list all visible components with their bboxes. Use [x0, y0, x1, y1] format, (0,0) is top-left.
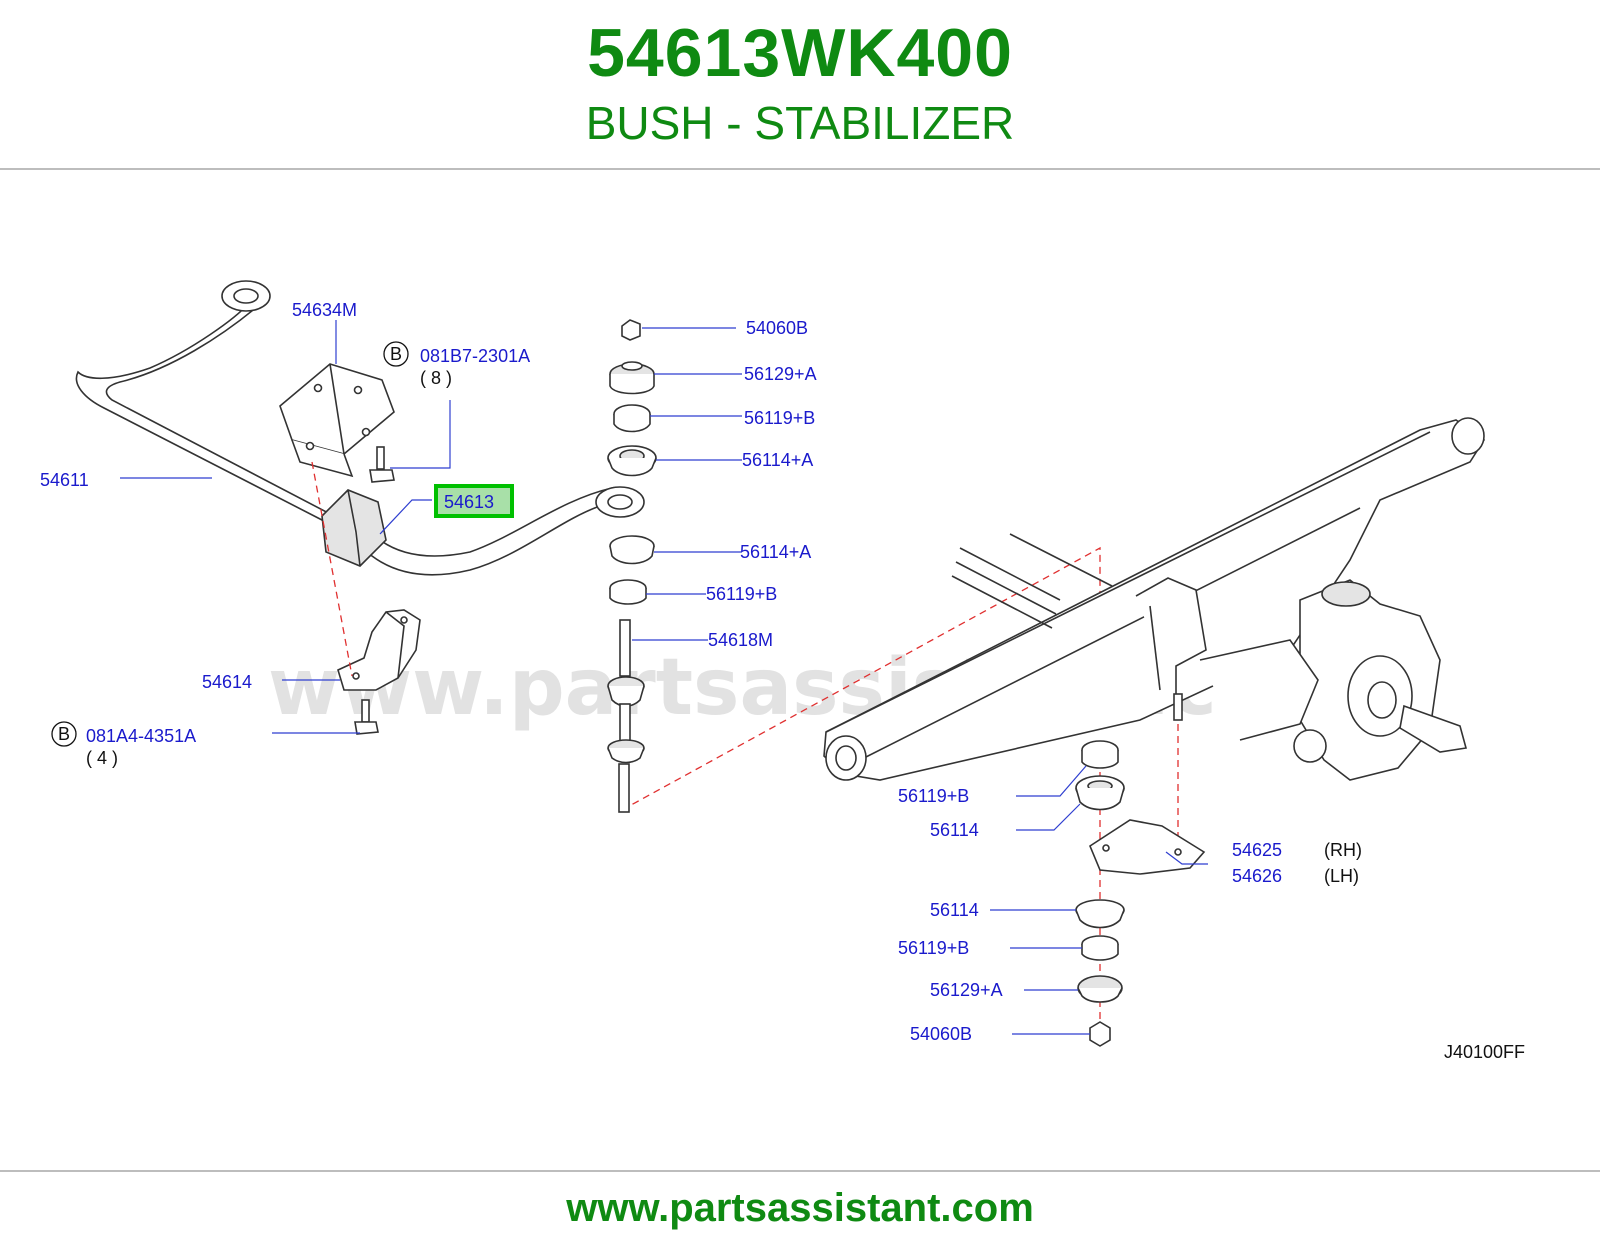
label-56119b-top-1[interactable]: 56119+B: [744, 408, 815, 428]
b-marker-circle: [383, 341, 409, 367]
label-54625[interactable]: 54625: [1232, 840, 1282, 860]
bracket-54634m[interactable]: [279, 363, 395, 478]
bolt-081a4[interactable]: [354, 699, 379, 735]
leader-lines: [120, 320, 1208, 1035]
label-081b7-2301a[interactable]: 081B7-2301A: [420, 346, 530, 366]
label-56129a-top[interactable]: 56129+A: [744, 364, 817, 384]
label-56114-right-2[interactable]: 56114: [930, 900, 979, 920]
b-marker-top: B: [390, 344, 402, 364]
stabilizer-bush[interactable]: [321, 489, 387, 567]
axle-hub: [1199, 579, 1468, 781]
label-54060b-top[interactable]: 54060B: [746, 318, 808, 338]
b-marker-bottom: B: [58, 724, 70, 744]
label-54060b-right[interactable]: 54060B: [910, 1024, 972, 1044]
label-54613-highlighted[interactable]: 54613: [444, 492, 494, 512]
label-081a4-4351a[interactable]: 081A4-4351A: [86, 726, 196, 746]
label-rh: (RH): [1324, 840, 1362, 860]
stabilizer-bar: [75, 280, 645, 576]
label-54611[interactable]: 54611: [40, 470, 89, 490]
label-54634m[interactable]: 54634M: [292, 300, 357, 320]
label-56114a-top-1[interactable]: 56114+A: [742, 450, 813, 470]
page-subtitle: BUSH - STABILIZER: [585, 97, 1015, 149]
diagram-code: J40100FF: [1444, 1042, 1525, 1062]
footer-url[interactable]: www.partsassistant.com: [566, 1186, 1034, 1230]
b-marker-circle-2: [51, 721, 77, 747]
parts-diagram: www.partsassistant.com: [40, 280, 1525, 1062]
center-link-stack: [607, 319, 657, 813]
footer-divider: [0, 1170, 1600, 1172]
alignment-line-link: [621, 546, 1101, 811]
label-54614[interactable]: 54614: [202, 672, 252, 692]
bolt-081b7[interactable]: [369, 446, 395, 483]
leaf-spring-assembly: [823, 417, 1486, 781]
label-56114a-top-2[interactable]: 56114+A: [740, 542, 811, 562]
right-lower-stack: [1075, 740, 1206, 1047]
quantity-8: ( 8 ): [420, 368, 452, 388]
header-divider: [0, 168, 1600, 170]
clamp-54614[interactable]: [337, 609, 421, 691]
label-54626[interactable]: 54626: [1232, 866, 1282, 886]
quantity-4: ( 4 ): [86, 748, 118, 768]
label-56119b-top-2[interactable]: 56119+B: [706, 584, 777, 604]
label-54618m[interactable]: 54618M: [708, 630, 773, 650]
label-56119b-right-2[interactable]: 56119+B: [898, 938, 969, 958]
label-56114-right-1[interactable]: 56114: [930, 820, 979, 840]
page-title: 54613WK400: [587, 15, 1013, 91]
label-56129a-right[interactable]: 56129+A: [930, 980, 1003, 1000]
alignment-line-bracket: [311, 461, 353, 677]
highlight-box: [434, 484, 514, 518]
label-56119b-right-1[interactable]: 56119+B: [898, 786, 969, 806]
label-lh: (LH): [1324, 866, 1359, 886]
